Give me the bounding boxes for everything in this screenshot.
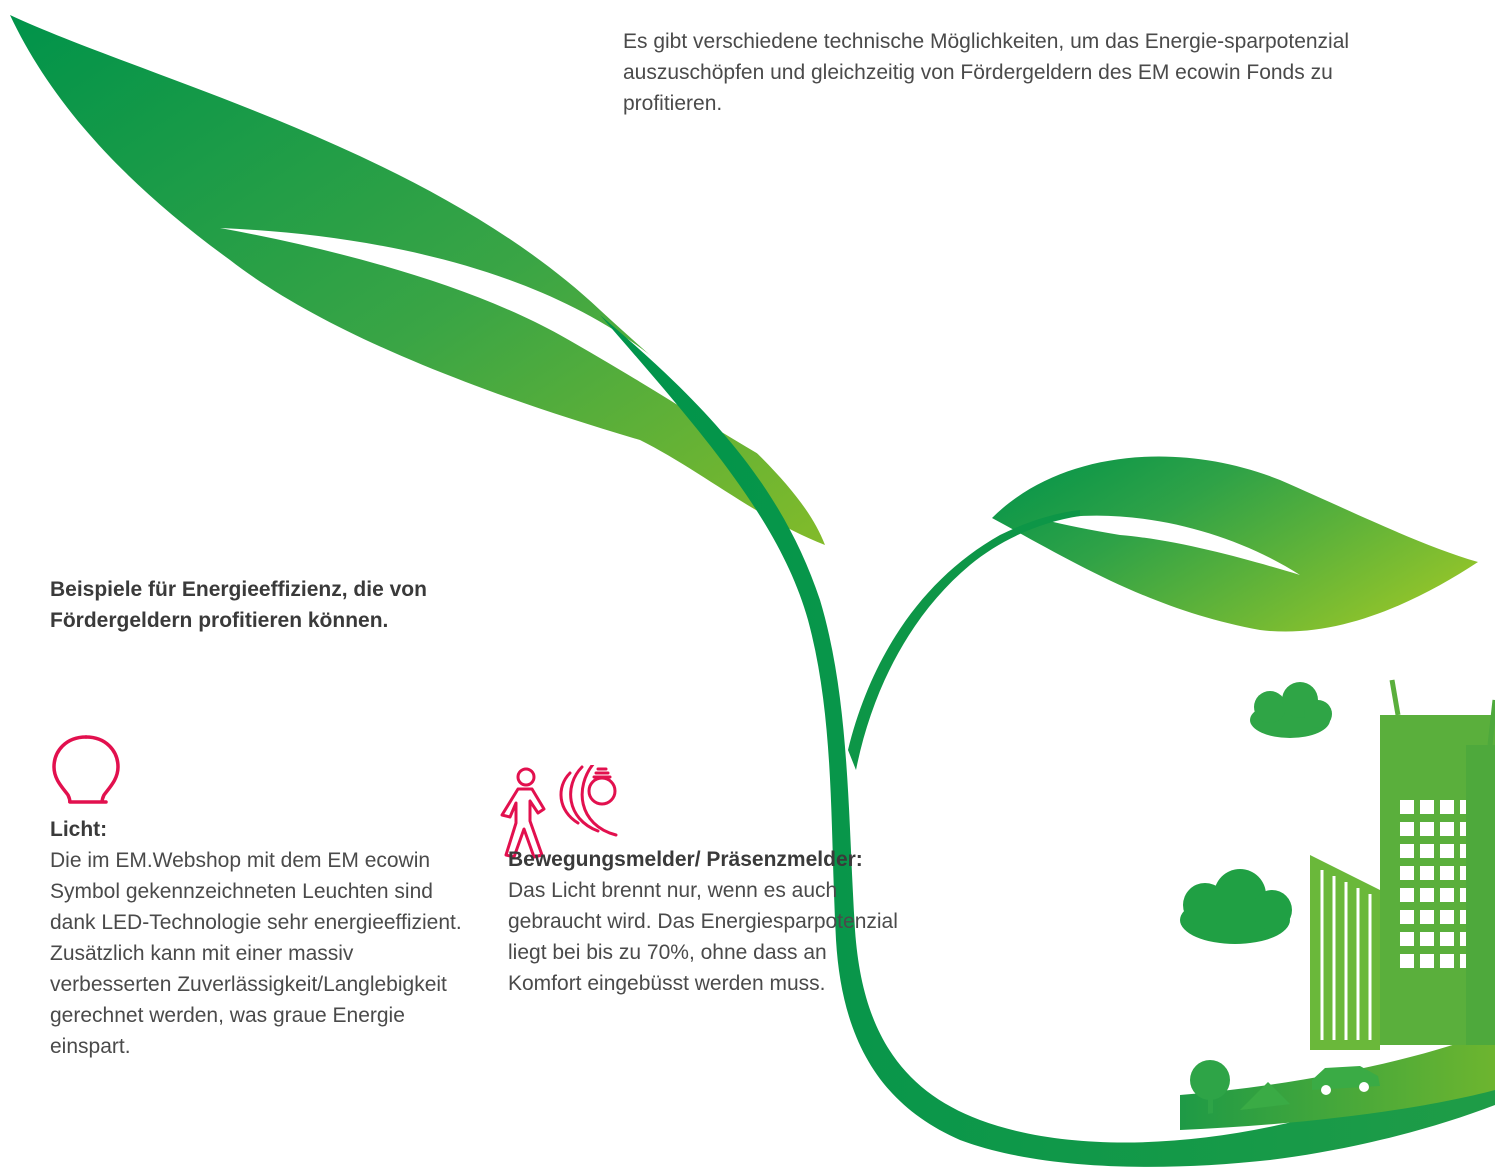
intro-text: Es gibt verschiedene technische Möglichk… (623, 30, 1350, 115)
light-bulb-icon (52, 735, 120, 803)
example-bewegungsmelder-title: Bewegungsmelder/ Präsenzmelder: (508, 848, 863, 871)
plant-stem (600, 315, 1495, 1167)
small-leaf (992, 456, 1478, 632)
example-bewegungsmelder: Bewegungsmelder/ Präsenzmelder: Das Lich… (508, 844, 898, 999)
large-leaf (10, 15, 825, 545)
section-heading: Beispiele für Energieeffizienz, die von … (50, 578, 427, 632)
cloud-upper (1250, 682, 1332, 738)
motion-sensor-icon (500, 765, 618, 859)
light-bulb-base-icon (68, 800, 108, 804)
tower-right (1466, 699, 1495, 1045)
cloud-lower (1180, 869, 1292, 944)
example-licht-title: Licht: (50, 818, 108, 841)
tree (1190, 1060, 1230, 1120)
tower-striped (1310, 855, 1380, 1050)
tower-tall (1380, 679, 1495, 1045)
example-licht-text: Die im EM.Webshop mit dem EM ecowin Symb… (50, 849, 462, 1058)
city-skyline (1190, 679, 1495, 1120)
example-licht: Licht: Die im EM.Webshop mit dem EM ecow… (50, 814, 470, 1062)
car (1312, 1066, 1380, 1095)
example-bewegungsmelder-text: Das Licht brennt nur, wenn es auch gebra… (508, 879, 898, 995)
